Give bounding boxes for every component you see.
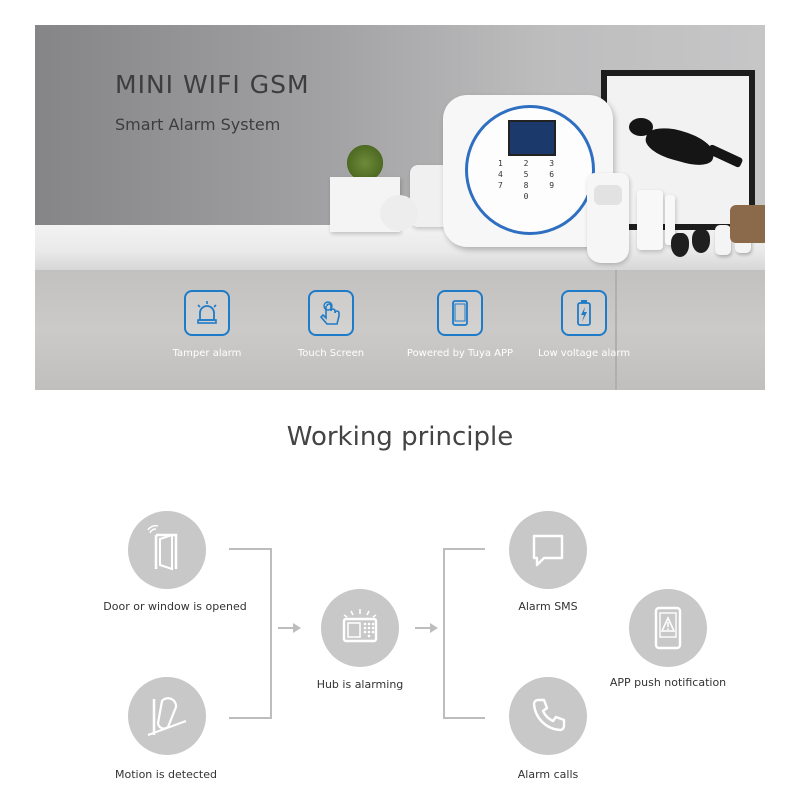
banner-cabinet [35,270,765,390]
smartphone-icon [452,300,468,326]
sms-bubble-icon [532,534,564,567]
phone-icon [532,698,566,732]
cabinet-divider [615,270,617,390]
hub-label: Hub is alarming [316,678,404,691]
arrow-right-icon [430,623,438,633]
bracket-line [229,548,271,550]
hub-screen [508,120,556,156]
alarm-hub-icon [342,609,378,643]
door-sensor-device [637,190,663,250]
feature-tuya-app: Powered by Tuya APP [400,290,520,359]
output-sms-circle [509,511,587,589]
plant-icon [347,145,383,181]
trigger-motion-label: Motion is detected [114,768,217,781]
output-calls-circle [509,677,587,755]
output-app-circle [629,589,707,667]
bracket-line [270,548,272,719]
door-magnet-device [665,195,675,245]
trigger-door-circle [128,511,206,589]
rfid-tag-icon [692,229,710,253]
touch-hand-icon [319,301,340,325]
bracket-line [443,717,485,719]
output-calls-label: Alarm calls [517,768,579,781]
feature-label: Powered by Tuya APP [406,348,514,359]
bracket-line [443,548,445,719]
motion-sensor-icon [147,697,187,736]
arrow-line [278,627,294,629]
feature-label: Tamper alarm [172,348,242,359]
basket [730,205,765,243]
output-sms-label: Alarm SMS [518,600,578,613]
feature-tamper-alarm: Tamper alarm [147,290,267,359]
hub-circle [321,589,399,667]
output-app-label: APP push notification [609,676,727,689]
vase-small [380,195,418,231]
banner-subtitle: Smart Alarm System [115,115,281,134]
arrow-right-icon [293,623,301,633]
bracket-line [443,548,485,550]
remote-control-icon [715,225,731,255]
bracket-line [229,717,271,719]
feature-label: Low voltage alarm [537,348,631,359]
battery-icon [577,300,591,326]
arrow-line [415,627,431,629]
feature-label: Touch Screen [297,348,365,359]
door-sensor-icon [147,525,178,571]
siren-icon [197,301,217,324]
banner-title: MINI WIFI GSM [115,70,310,99]
app-alert-icon [654,606,682,650]
feature-touch-screen: Touch Screen [271,290,391,359]
pir-sensor-device [587,173,629,263]
trigger-door-label: Door or window is opened [103,600,247,613]
rfid-tag-icon [671,233,689,257]
crow-icon [642,122,718,170]
trigger-motion-circle [128,677,206,755]
feature-low-voltage: Low voltage alarm [524,290,644,359]
section-title: Working principle [286,422,514,452]
